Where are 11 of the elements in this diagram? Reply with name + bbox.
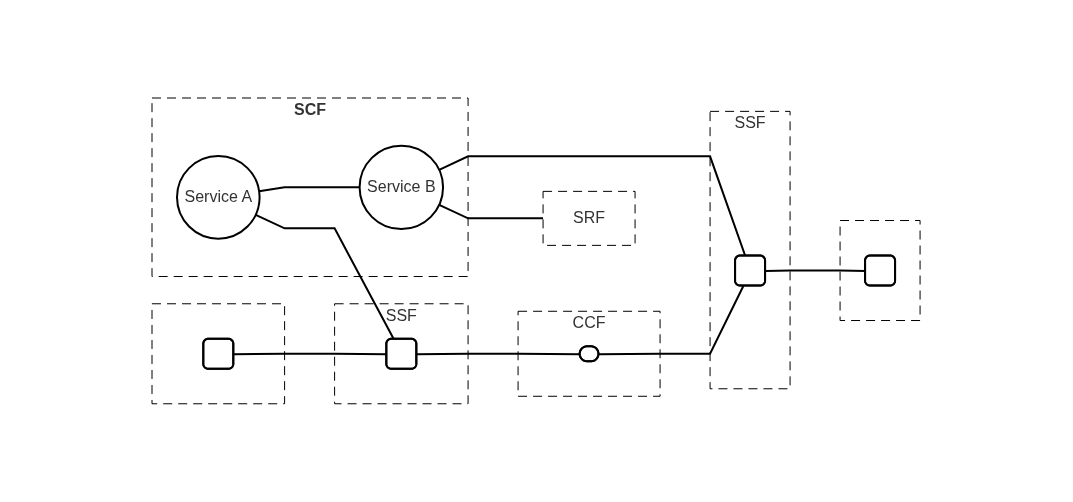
connector (416, 352, 582, 356)
node-circle: Service B (359, 144, 445, 231)
cluster (840, 220, 922, 322)
cluster (151, 303, 286, 405)
cluster: CCF (518, 310, 662, 397)
connector (438, 204, 545, 220)
cluster: SSF (334, 303, 470, 405)
node-box: SRF (543, 191, 637, 246)
connector (598, 285, 745, 356)
node-circle: Service A (176, 155, 262, 240)
cluster: SSF (710, 111, 792, 390)
